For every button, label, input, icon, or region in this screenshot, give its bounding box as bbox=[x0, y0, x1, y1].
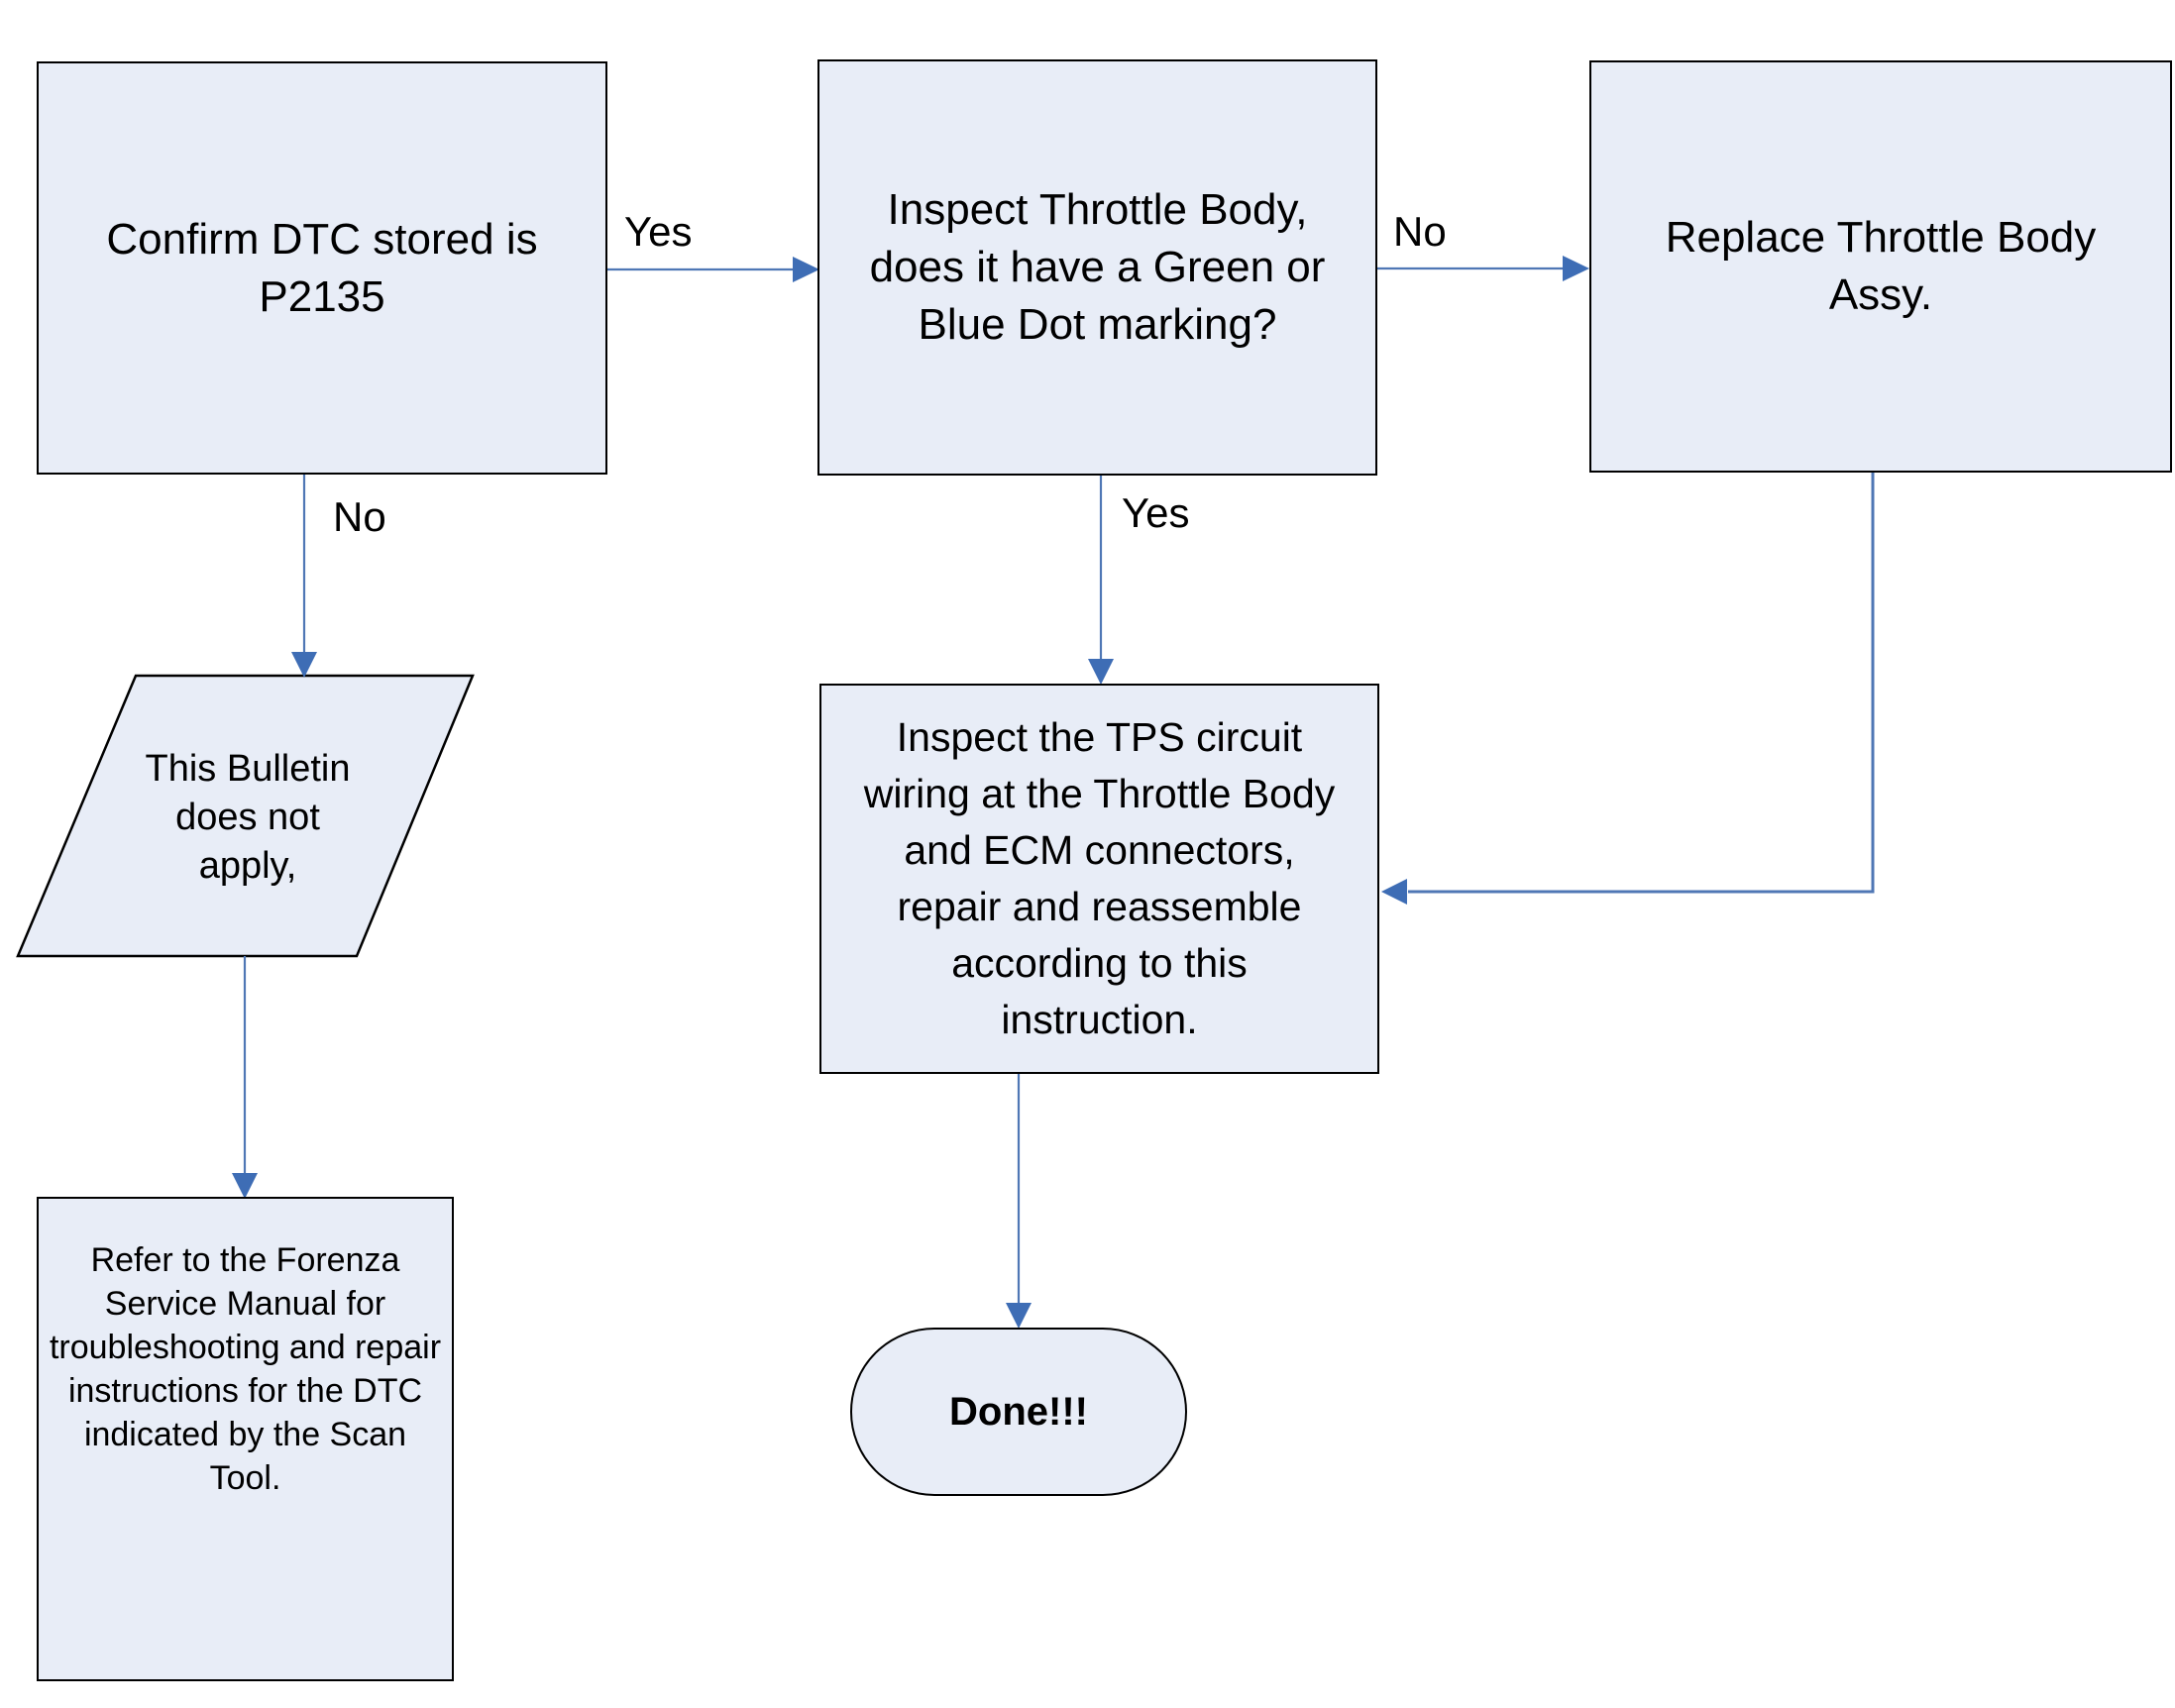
arrowhead-down-icon bbox=[1088, 659, 1114, 685]
node-inspect-tps-wiring: Inspect the TPS circuit wiring at the Th… bbox=[819, 684, 1379, 1074]
edge-confirm-no bbox=[291, 475, 317, 678]
node-replace-throttle-body: Replace Throttle Body Assy. bbox=[1589, 60, 2172, 473]
arrowhead-left-icon bbox=[1381, 879, 1407, 905]
edge-label-yes: Yes bbox=[1122, 489, 1190, 536]
node-inspect-throttle-body: Inspect Throttle Body, does it have a Gr… bbox=[817, 59, 1377, 476]
edge-inspect-yes bbox=[1088, 476, 1114, 685]
edge-replace-tps bbox=[1381, 473, 1875, 905]
edge-label-no: No bbox=[1393, 208, 1447, 255]
arrowhead-right-icon bbox=[793, 257, 819, 282]
edge-label-no: No bbox=[333, 493, 386, 540]
edge-tps-done bbox=[1006, 1074, 1032, 1329]
arrowhead-down-icon bbox=[232, 1173, 258, 1199]
node-bulletin-not-apply: This Bulletin does not apply, bbox=[145, 747, 351, 887]
arrowhead-down-icon bbox=[1006, 1303, 1032, 1329]
edge-inspect-no bbox=[1377, 256, 1589, 281]
node-refer-service-manual: Refer to the Forenza Service Manual for … bbox=[37, 1197, 454, 1681]
edge-label-yes: Yes bbox=[624, 208, 693, 255]
arrowhead-right-icon bbox=[1563, 256, 1589, 281]
edge-confirm-yes bbox=[607, 257, 819, 282]
node-done-terminator: Done!!! bbox=[850, 1328, 1187, 1496]
arrowhead-down-icon bbox=[291, 652, 317, 678]
node-confirm-dtc: Confirm DTC stored is P2135 bbox=[37, 61, 607, 475]
edge-notapply-refer bbox=[232, 956, 258, 1199]
